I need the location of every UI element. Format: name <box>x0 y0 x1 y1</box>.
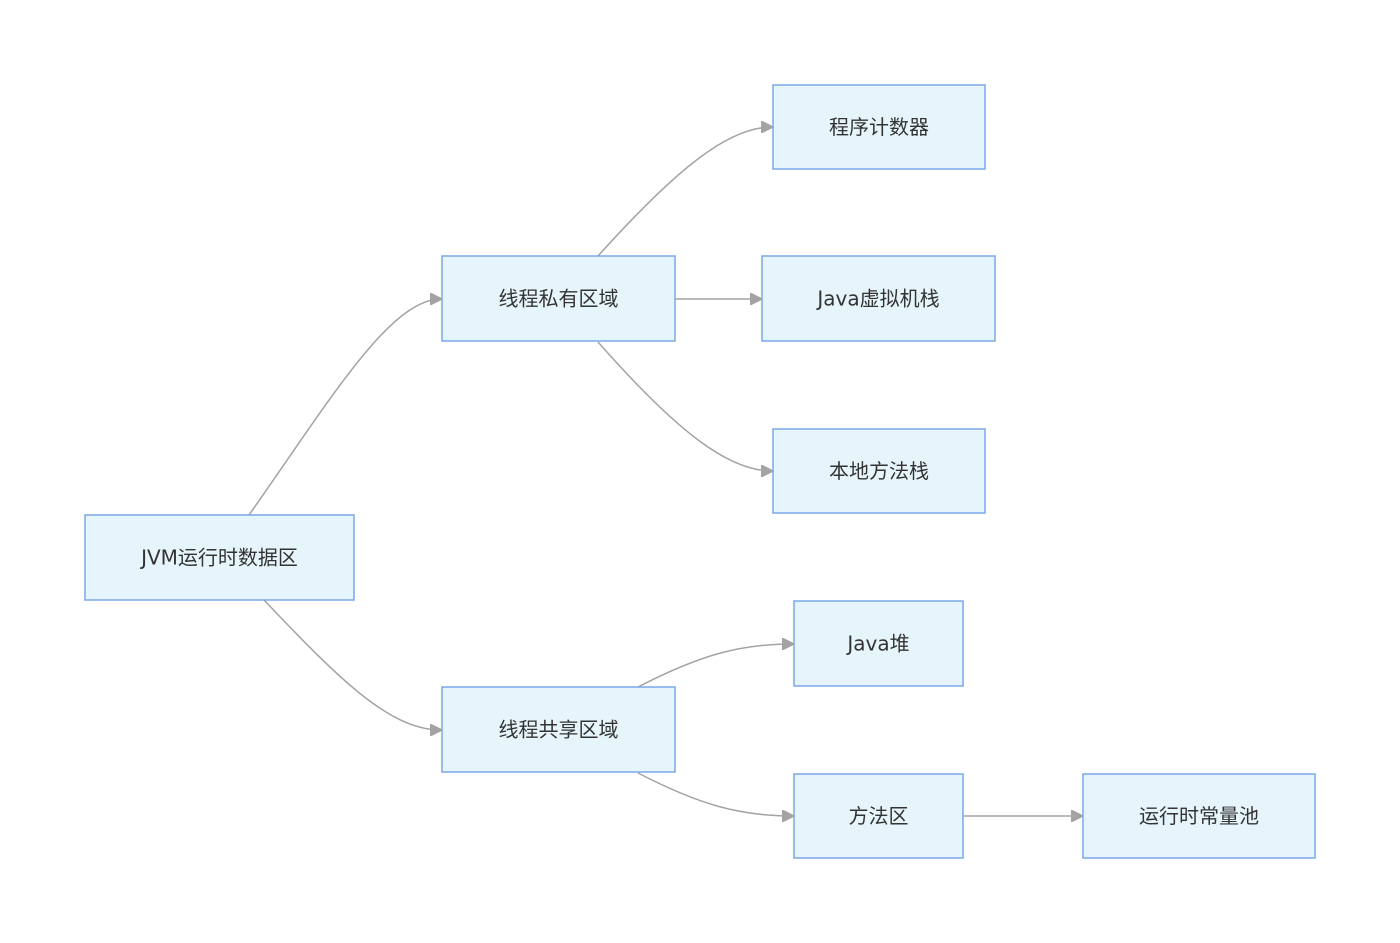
node-box <box>441 686 676 773</box>
node-method-area: 方法区 <box>793 773 964 859</box>
node-root: JVM运行时数据区 <box>84 514 355 601</box>
node-label: Java堆 <box>845 632 909 656</box>
node-native-method-stack: 本地方法栈 <box>772 428 986 514</box>
node-label: 线程私有区域 <box>499 287 619 311</box>
node-label: JVM运行时数据区 <box>139 546 298 570</box>
node-box <box>793 773 964 859</box>
node-label: 运行时常量池 <box>1139 804 1259 828</box>
node-box <box>84 514 355 601</box>
node-label: 线程共享区域 <box>499 718 619 742</box>
node-box <box>772 84 986 170</box>
node-runtime-constant-pool: 运行时常量池 <box>1082 773 1316 859</box>
node-label: Java虚拟机栈 <box>815 287 939 311</box>
edge-thread-private-to-native-method-stack <box>597 341 772 471</box>
node-program-counter: 程序计数器 <box>772 84 986 170</box>
node-box <box>761 255 996 342</box>
edge-root-to-thread-shared <box>263 599 441 730</box>
node-box <box>441 255 676 342</box>
node-label: 本地方法栈 <box>829 459 929 483</box>
node-box <box>793 600 964 687</box>
node-box <box>1082 773 1316 859</box>
node-java-vm-stack: Java虚拟机栈 <box>761 255 996 342</box>
edge-root-to-thread-private <box>248 299 441 516</box>
edges <box>248 127 1082 816</box>
node-label: 程序计数器 <box>829 115 929 139</box>
node-box <box>772 428 986 514</box>
edge-thread-private-to-program-counter <box>597 127 772 257</box>
node-thread-private: 线程私有区域 <box>441 255 676 342</box>
edge-thread-shared-to-java-heap <box>637 644 793 688</box>
node-label: 方法区 <box>849 804 909 828</box>
node-java-heap: Java堆 <box>793 600 964 687</box>
node-thread-shared: 线程共享区域 <box>441 686 676 773</box>
edge-thread-shared-to-method-area <box>637 772 793 816</box>
